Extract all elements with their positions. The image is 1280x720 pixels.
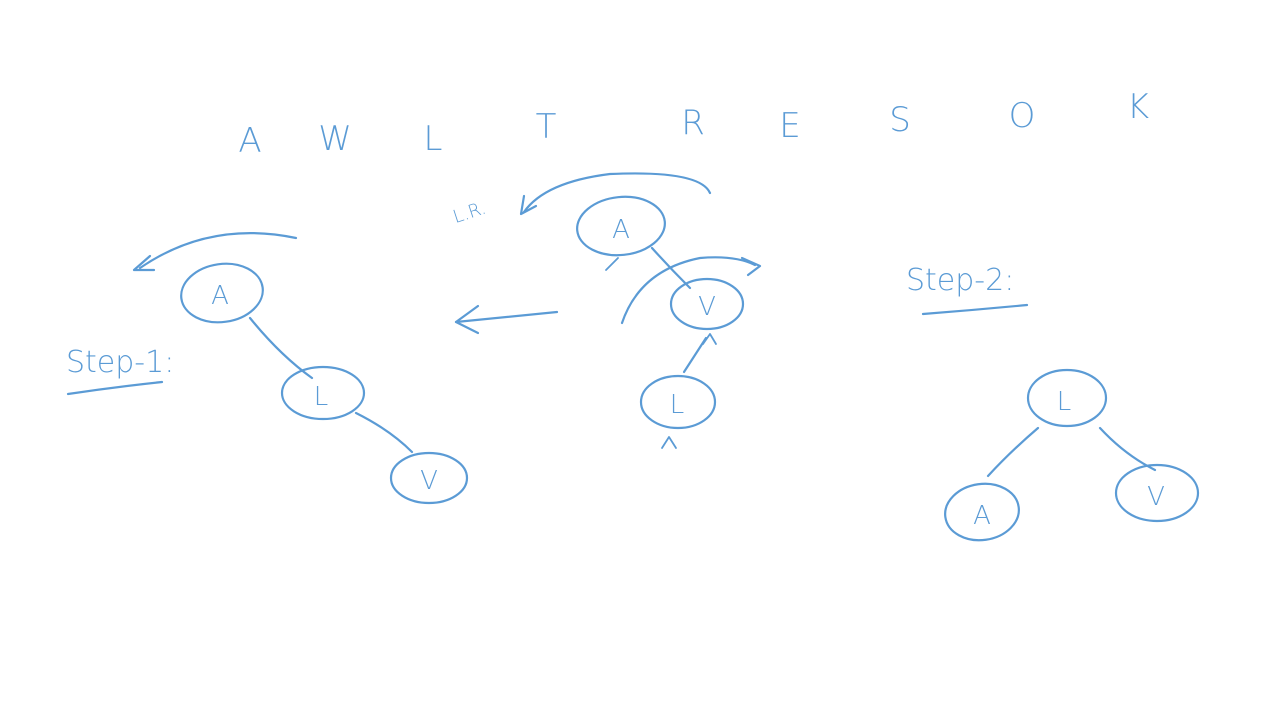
sequence-letter: T <box>536 107 557 147</box>
step1-underline <box>66 380 164 396</box>
sequence-letter: L <box>424 119 443 159</box>
step2-node-l-label: L <box>1057 387 1072 417</box>
step1-tree: Step-1: A L V <box>66 232 469 505</box>
step2-label: Step-2: <box>906 263 1014 298</box>
step1-node-a <box>180 262 264 324</box>
step1-edge <box>248 316 314 380</box>
sequence-letter: W <box>318 119 352 159</box>
middle-node-a <box>576 195 666 257</box>
sequence-letter: S <box>889 100 911 140</box>
middle-pointer-mark <box>605 257 619 271</box>
middle-rotation-arrow <box>522 172 712 214</box>
sequence-letter: E <box>779 106 800 146</box>
step1-node-v-label: V <box>420 466 438 496</box>
insertion-sequence: A W L T R E S O K <box>238 87 1149 161</box>
step1-node-l-label: L <box>314 382 329 412</box>
middle-v-arrowhead <box>740 256 762 277</box>
middle-node-l <box>639 374 717 430</box>
step2-underline <box>921 303 1029 316</box>
step1-rotation-arrow <box>138 232 298 270</box>
step2-node-a <box>944 482 1020 542</box>
step1-label: Step-1: <box>66 345 174 380</box>
middle-arrowhead <box>519 194 538 216</box>
rotation-label: L.R. <box>450 198 488 228</box>
step1-arrowhead <box>132 254 156 272</box>
step2-node-v <box>1114 463 1200 523</box>
middle-tree: L.R. A V L <box>450 172 762 449</box>
step2-node-l <box>1026 368 1108 428</box>
step2-node-a-label: A <box>973 501 991 531</box>
sequence-letter: O <box>1009 96 1036 136</box>
middle-node-mark <box>661 436 677 449</box>
step2-edge <box>986 426 1040 478</box>
middle-node-a-label: A <box>612 215 630 245</box>
sequence-letter: A <box>238 121 261 161</box>
step2-tree: Step-2: L A V <box>906 263 1200 542</box>
middle-node-v <box>669 277 745 331</box>
transition-arrowhead <box>454 304 480 335</box>
step1-node-a-label: A <box>211 281 229 311</box>
middle-v-rotation-arc <box>620 256 757 325</box>
transition-arrow-shaft <box>454 310 559 324</box>
transition-arrow <box>454 304 559 335</box>
middle-edge-mark <box>702 333 717 345</box>
sequence-letter: R <box>681 103 705 143</box>
step1-node-l <box>280 365 366 421</box>
step1-node-v <box>389 451 469 505</box>
step2-edge <box>1098 426 1157 472</box>
middle-node-l-label: L <box>670 390 685 420</box>
middle-node-v-label: V <box>698 292 716 322</box>
step2-node-v-label: V <box>1147 482 1165 512</box>
sequence-letter: K <box>1127 87 1149 127</box>
step1-edge <box>354 411 414 454</box>
